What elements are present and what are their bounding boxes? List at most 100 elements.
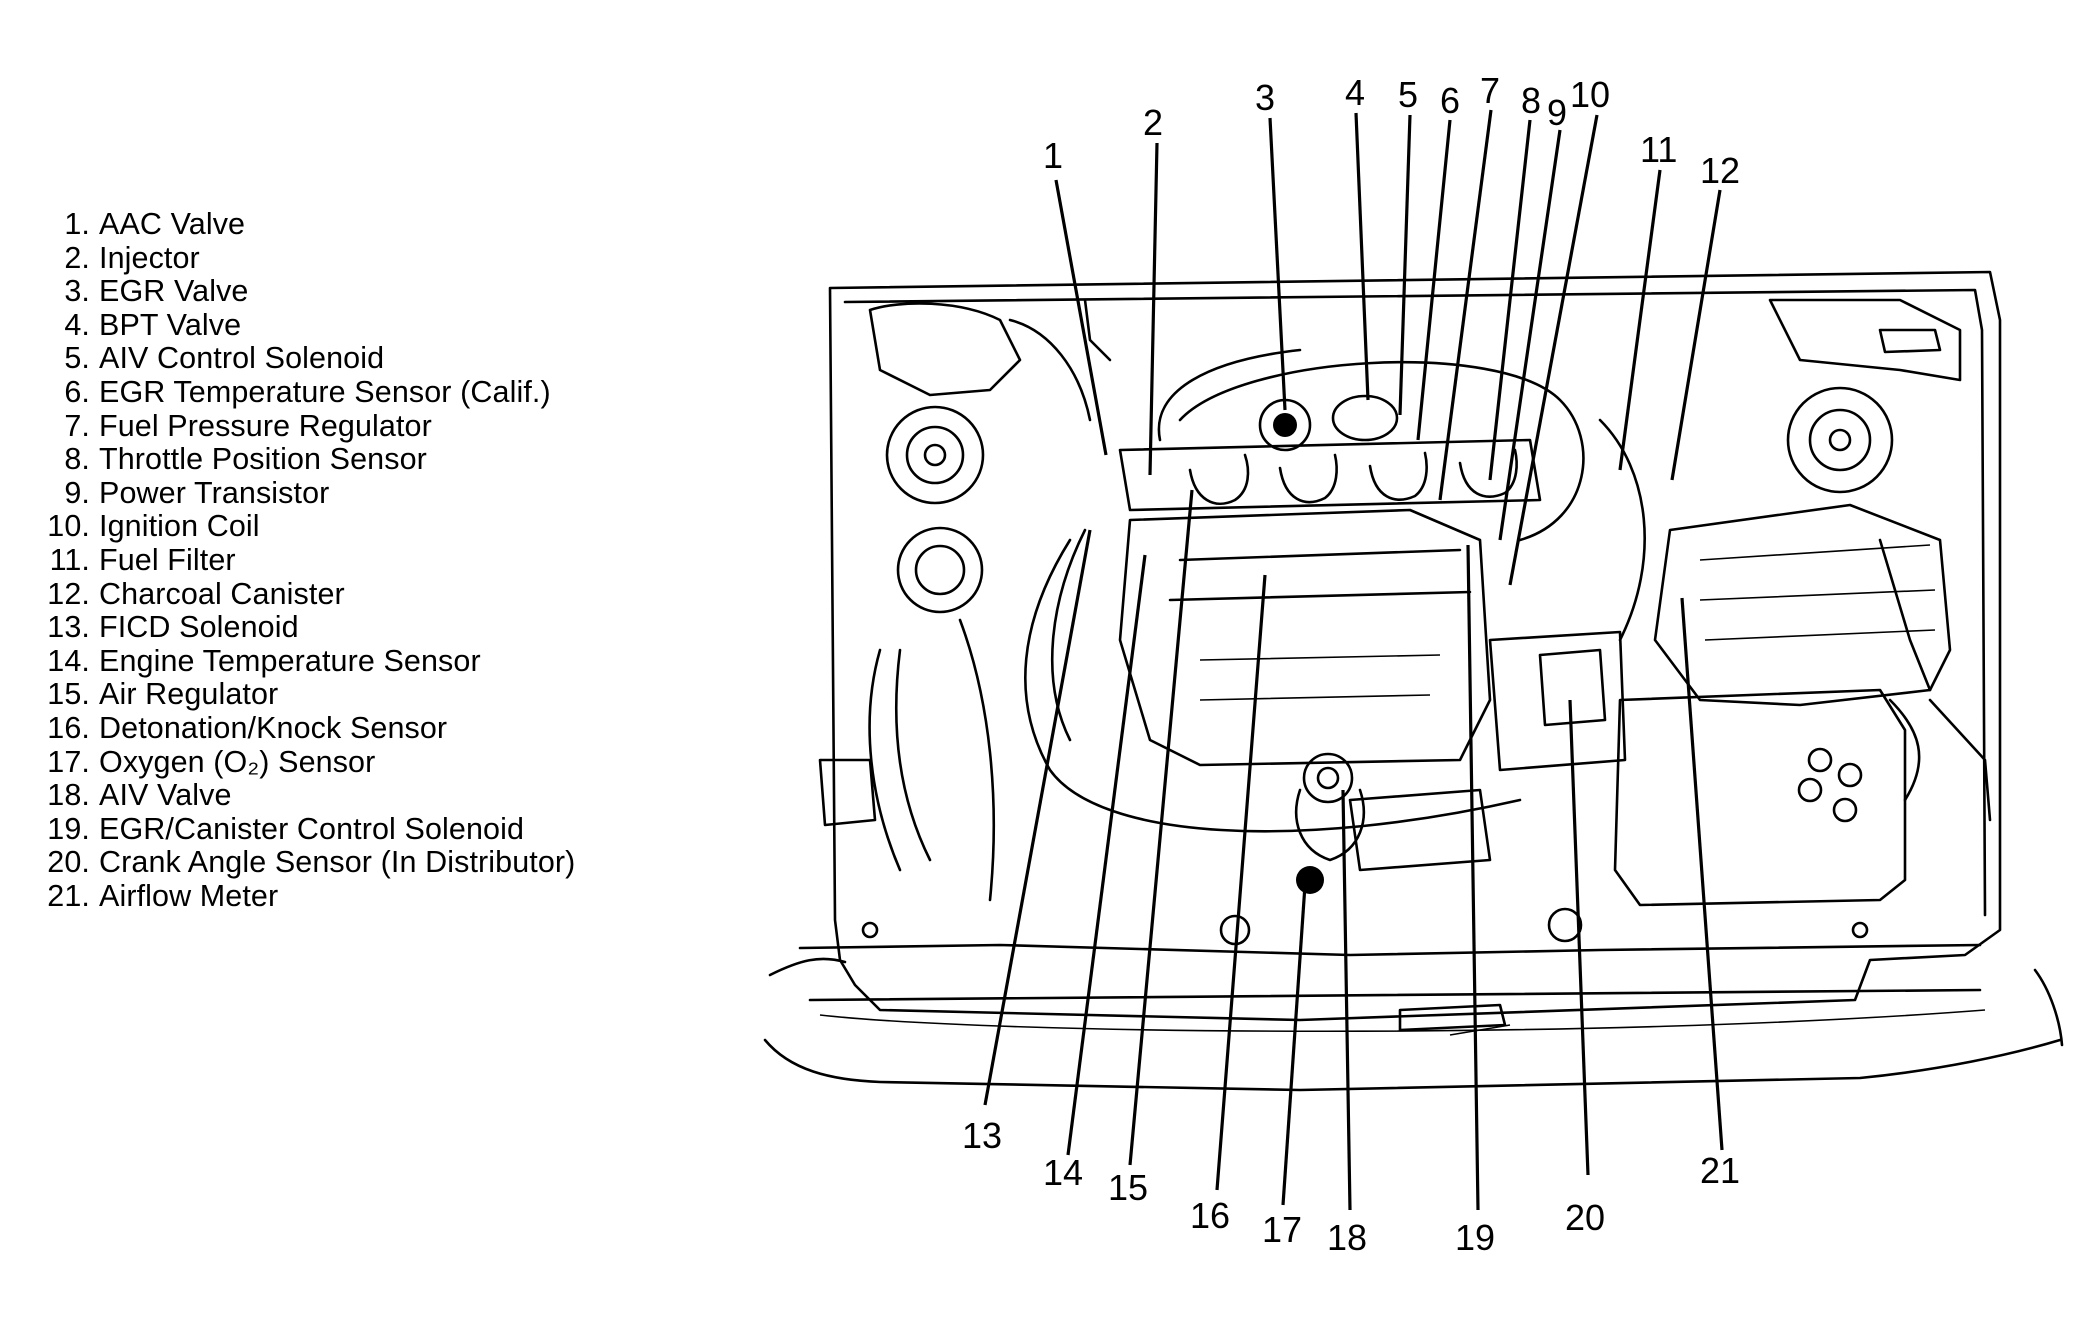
legend-item-label: Ignition Coil: [99, 509, 260, 544]
callout-1: 1: [1043, 135, 1063, 176]
legend-item-number: 13.: [47, 610, 90, 645]
legend-item: 18.AIV Valve: [30, 778, 575, 813]
callout-9: 9: [1547, 92, 1567, 133]
legend-item: 5. AIV Control Solenoid: [30, 342, 575, 376]
legend-item-number: 15.: [47, 677, 90, 712]
callout-20: 20: [1565, 1197, 1605, 1238]
legend-item-number: 17.: [47, 744, 90, 779]
legend-item: 14. Engine Temperature Sensor: [30, 643, 575, 679]
legend-item: 3. EGR Valve: [30, 274, 575, 309]
leader-21: [1680, 597, 1724, 1151]
legend-item-number: 3.: [64, 274, 90, 309]
legend-item-number: 2.: [64, 240, 90, 275]
legend-item: 10. Ignition Coil: [30, 510, 575, 544]
legend-item-number: 4.: [64, 307, 90, 342]
leader-2: [1148, 142, 1159, 476]
legend-item-number: 19.: [47, 811, 90, 846]
leader-13: [983, 529, 1092, 1106]
leader-10: [1508, 114, 1599, 586]
leader-9: [1498, 129, 1562, 541]
legend-item: 15. Air Regulator: [30, 678, 575, 712]
legend-item: 12. Charcoal Canister: [30, 576, 575, 612]
leader-15: [1128, 489, 1194, 1166]
legend-item: 9.Power Transistor: [30, 475, 575, 511]
leader-1: [1054, 179, 1108, 456]
legend-item-number: 21.: [47, 878, 90, 913]
legend-item-label: AAC Valve: [99, 207, 246, 241]
legend-item: 7. Fuel Pressure Regulator: [30, 408, 575, 444]
legend-item-label: EGR Temperature Sensor (Calif.): [99, 374, 551, 409]
leader-6: [1416, 119, 1452, 441]
legend-item-number: 7.: [64, 408, 90, 443]
legend-item: 17. Oxygen (O₂) Sensor: [30, 744, 575, 780]
leader-19: [1466, 544, 1480, 1211]
legend-item-label: EGR/Canister Control Solenoid: [99, 811, 525, 846]
callout-numbers: 1 2 3 4 5 6 7 8 9 10 11 12 13 14 15 16 1…: [962, 70, 1740, 1258]
legend-item-number: 5.: [64, 341, 90, 376]
legend-item-label: Engine Temperature Sensor: [99, 643, 481, 678]
legend-item: 6. EGR Temperature Sensor (Calif.): [30, 374, 575, 410]
leader-12: [1670, 189, 1722, 481]
callout-6: 6: [1440, 80, 1460, 121]
legend-item-label: Charcoal Canister: [99, 576, 345, 611]
legend-item-number: 14.: [47, 643, 90, 678]
legend-item: 2. Injector: [30, 240, 575, 276]
legend-item: 13. FICD Solenoid: [30, 610, 575, 645]
callout-5: 5: [1398, 74, 1418, 115]
legend-item-label: Injector: [99, 240, 200, 275]
callout-3: 3: [1255, 77, 1275, 118]
leader-17: [1281, 884, 1307, 1206]
legend-item-label: BPT Valve: [99, 307, 242, 342]
legend-item-number: 16.: [47, 710, 90, 745]
callout-10: 10: [1570, 74, 1610, 115]
legend-item-label: FICD Solenoid: [99, 610, 299, 645]
legend-item: 11. Fuel Filter: [30, 542, 575, 578]
legend-item-number: 10.: [47, 509, 90, 544]
legend-item-label: Fuel Pressure Regulator: [99, 408, 432, 443]
legend-item-label: EGR Valve: [99, 274, 249, 309]
leader-3: [1268, 117, 1287, 411]
leader-11: [1618, 169, 1662, 471]
legend-item-label: Throttle Position Sensor: [99, 442, 427, 477]
legend-item-label: Oxygen (O₂) Sensor: [99, 744, 376, 779]
legend-item: 4. BPT Valve: [30, 307, 575, 343]
callout-19: 19: [1455, 1217, 1495, 1258]
legend-item-label: Power Transistor: [99, 475, 330, 510]
legend-item: 8. Throttle Position Sensor: [30, 442, 575, 477]
callout-12: 12: [1700, 150, 1740, 191]
legend-item-number: 8.: [64, 442, 90, 477]
legend-item-number: 18.: [47, 778, 90, 813]
callout-15: 15: [1108, 1167, 1148, 1208]
legend-item-label: AIV Control Solenoid: [99, 341, 385, 376]
legend-item-number: 11.: [49, 542, 90, 577]
legend-item: 20. Crank Angle Sensor (In Distributor): [30, 845, 576, 880]
legend-item-label: Fuel Filter: [99, 542, 236, 577]
callout-11: 11: [1640, 129, 1677, 170]
legend-item-number: 20.: [47, 845, 90, 880]
leader-20: [1568, 699, 1590, 1176]
legend-item-label: Airflow Meter: [99, 878, 279, 913]
legend-item: 19. EGR/Canister Control Solenoid: [30, 811, 575, 847]
callout-14: 14: [1043, 1152, 1083, 1193]
legend-item-label: Detonation/Knock Sensor: [99, 710, 448, 745]
leader-lines: [983, 109, 1724, 1211]
legend-item: 21. Airflow Meter: [30, 878, 575, 914]
legend-item: 16. Detonation/Knock Sensor: [30, 710, 575, 746]
legend-item-number: 12.: [47, 576, 90, 611]
leader-5: [1398, 114, 1412, 416]
leader-18: [1341, 789, 1352, 1211]
leader-7: [1438, 109, 1493, 501]
callout-4: 4: [1345, 72, 1365, 113]
callout-7: 7: [1480, 70, 1500, 111]
engine-bay-drawing: [763, 270, 2064, 1092]
legend-item-number: 1.: [64, 207, 90, 241]
legend-item-label: Crank Angle Sensor (In Distributor): [99, 845, 576, 880]
callout-13: 13: [962, 1115, 1002, 1156]
legend-item-label: Air Regulator: [99, 677, 279, 712]
callout-2: 2: [1143, 102, 1163, 143]
component-legend: 1. AAC Valve 2. Injector 3. EGR Valve 4. BPT Va…: [30, 207, 576, 914]
callout-8: 8: [1521, 80, 1541, 121]
leader-4: [1354, 112, 1370, 401]
legend-item-number: 6.: [64, 374, 90, 409]
